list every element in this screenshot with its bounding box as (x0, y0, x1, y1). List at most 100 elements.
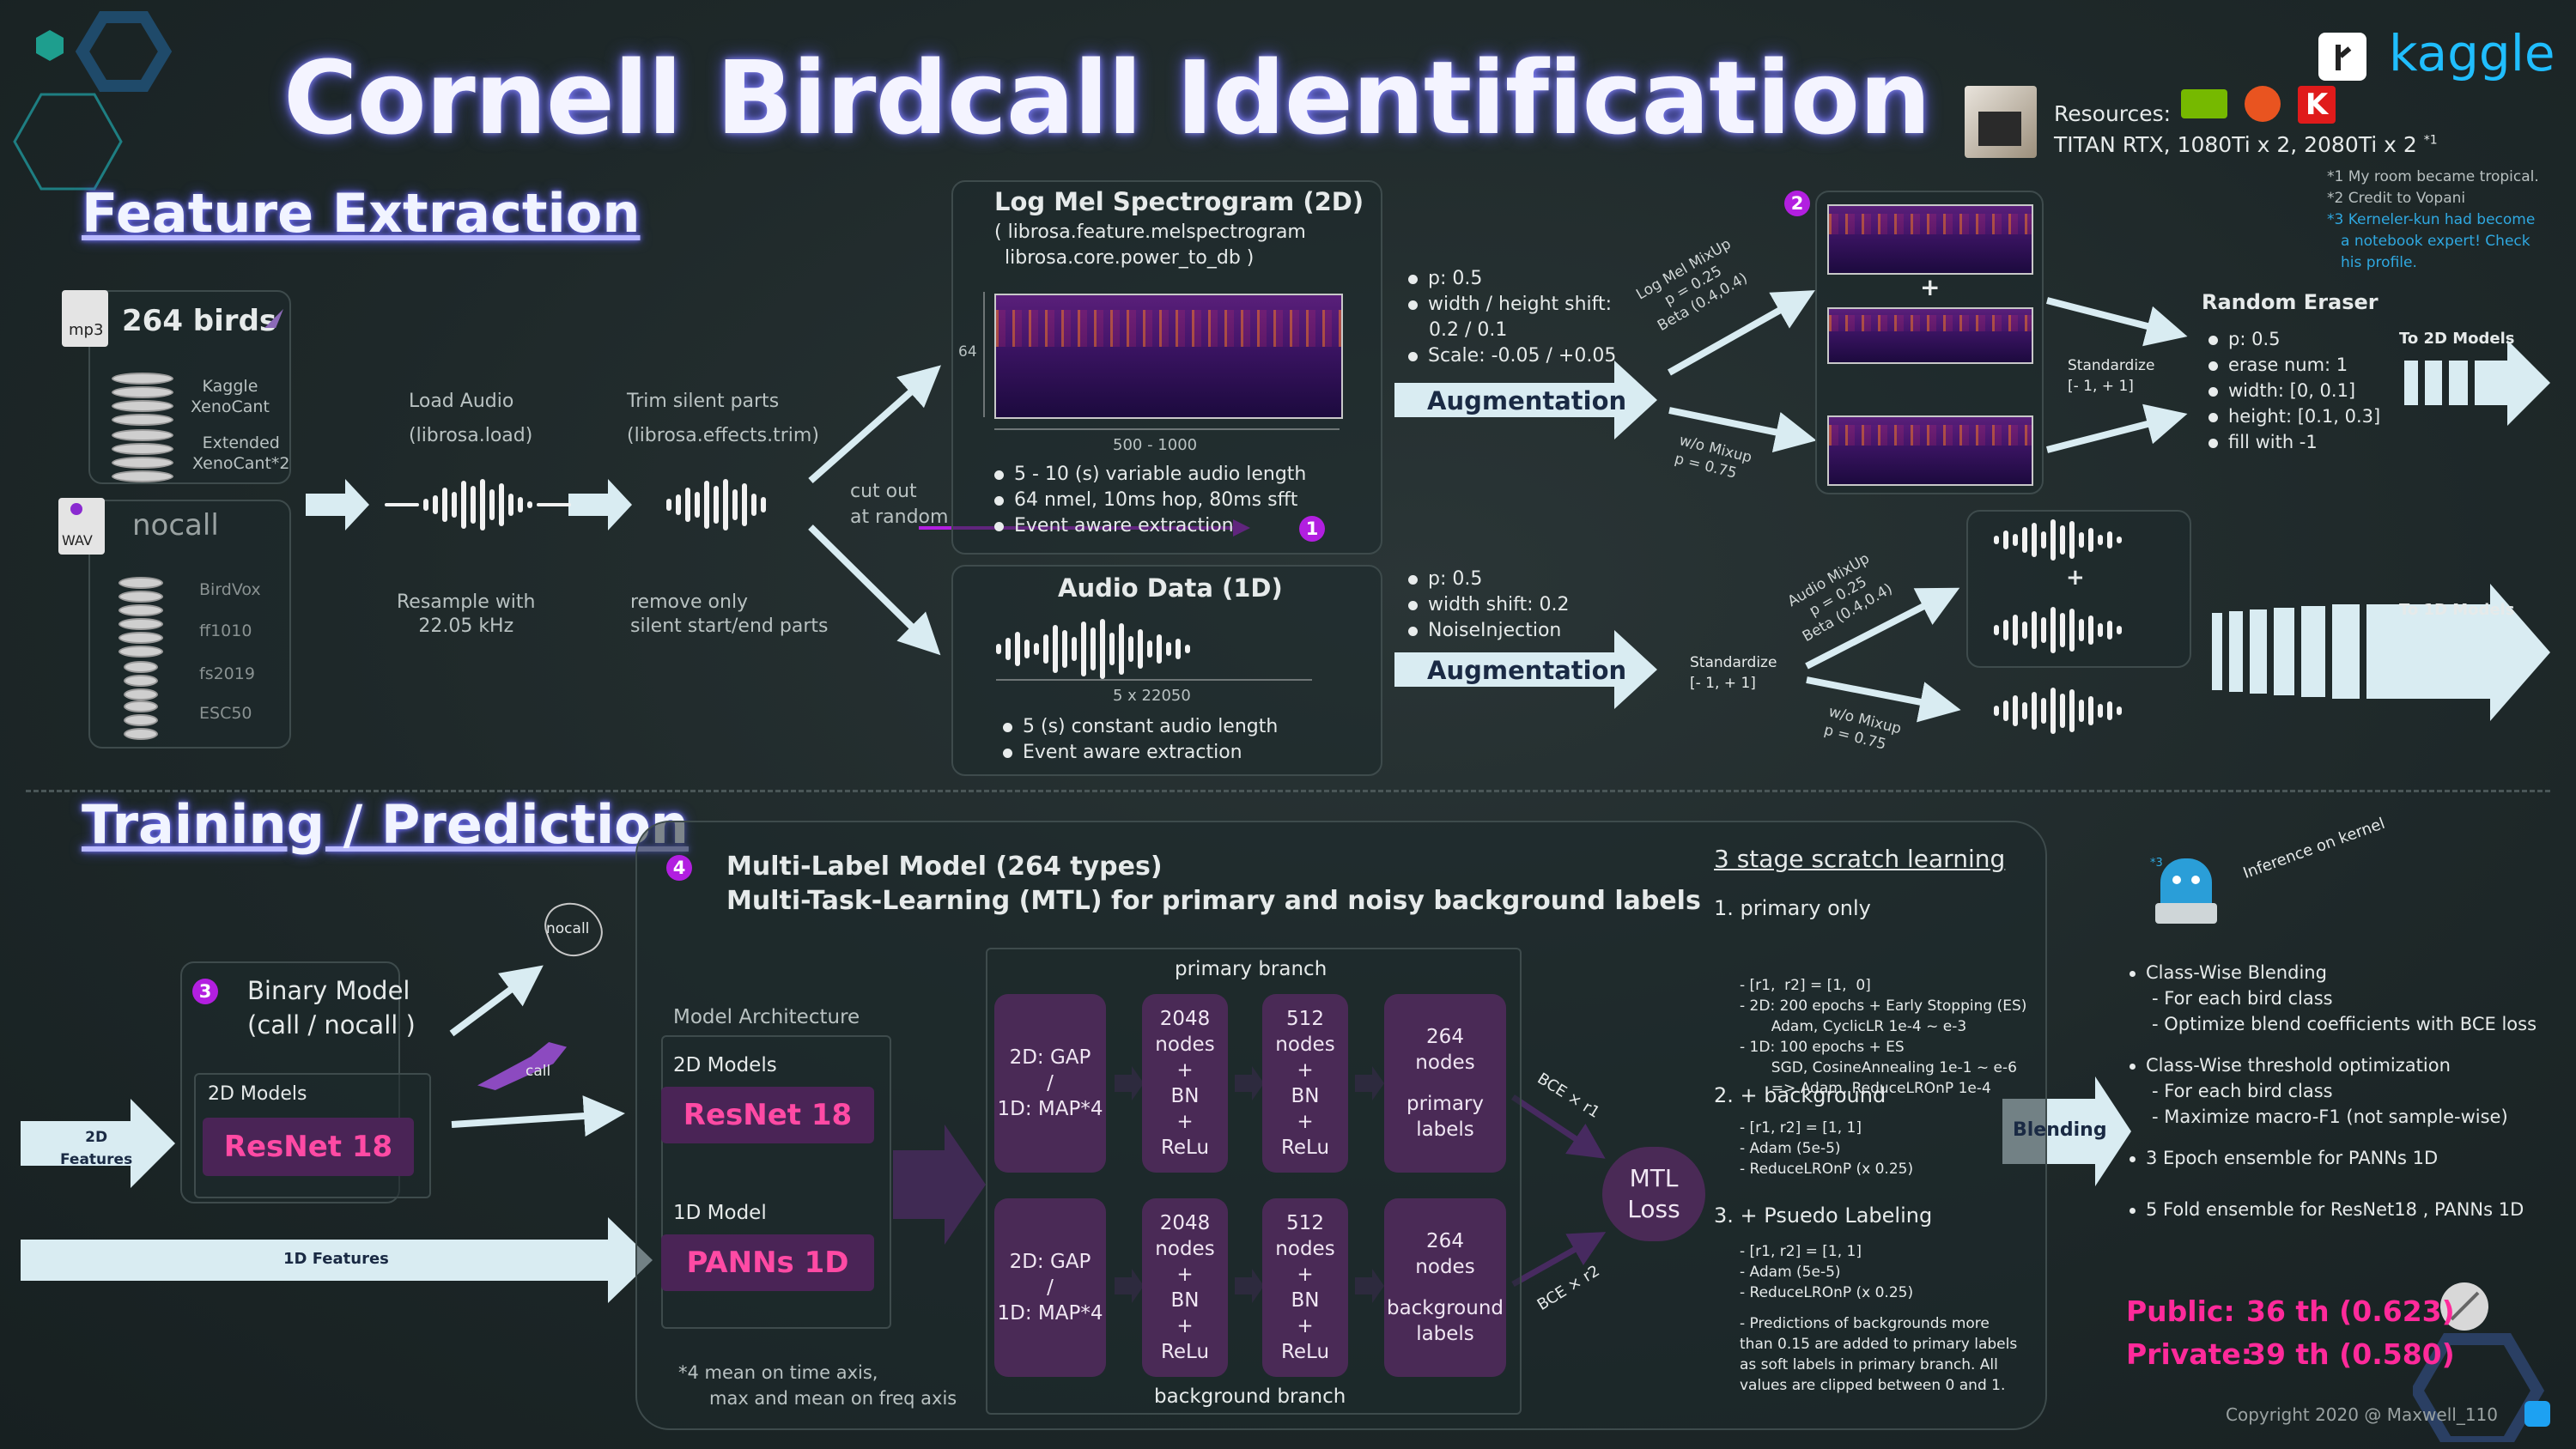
audio-waveform (385, 477, 571, 532)
nocall-source: fs2019 (199, 664, 255, 683)
gpu-list: TITAN RTX, 1080Ti x 2, 2080Ti x 2 *1 (2054, 132, 2438, 157)
background-branch-label: background branch (1154, 1385, 1346, 1408)
wav-file-icon: WAV (58, 498, 105, 555)
mel-bullets: 5 - 10 (s) variable audio length 64 nmel… (994, 462, 1306, 539)
audio-bullets: 5 (s) constant audio length Event aware … (1003, 714, 1278, 766)
database-icon (124, 661, 158, 702)
1d-waveform (996, 616, 1190, 682)
ml-title: Multi-Label Model (264 types) (726, 852, 1163, 882)
resources-label: Resources: (2054, 101, 2172, 126)
audio-1d-box (951, 565, 1382, 776)
stage-1-title: 1. primary only (1714, 896, 1871, 920)
stage-1-items: - [r1, r2] = [1, 0]- 2D: 200 epochs + Ea… (1740, 977, 2027, 1097)
nocall-bird-label: nocall (546, 920, 590, 937)
stage-3-items: - [r1, r2] = [1, 1]- Adam (5e-5)- Reduce… (1740, 1243, 2018, 1394)
mel-height-label: 64 (958, 343, 977, 361)
ml-subtitle: Multi-Task-Learning (MTL) for primary an… (726, 886, 1701, 916)
kaggle-logo-icon (2318, 33, 2366, 81)
mp3-file-icon: mp3 (62, 290, 108, 347)
features-1d-label: 1D Features (283, 1250, 389, 1268)
binary-2d-label: 2D Models (208, 1083, 307, 1105)
arch-1d-label: 1D Model (673, 1202, 767, 1224)
feature-extraction-heading: Feature Extraction (82, 182, 641, 245)
ml-resnet18: ResNet 18 (661, 1087, 874, 1143)
post-processing-list: Class-Wise Blending - For each bird clas… (2129, 960, 2537, 1222)
standardize-1d: Standardize[- 1, + 1] (1690, 654, 1777, 692)
database-icon (112, 373, 173, 427)
plus-sign: + (1920, 273, 1941, 301)
marker-3: 3 (192, 979, 218, 1004)
keras-icon: K (2298, 86, 2336, 124)
database-icon (112, 429, 173, 484)
marker-2: 2 (1784, 191, 1810, 216)
kaggle-wordmark: kaggle (2389, 24, 2555, 82)
database-icon (124, 700, 158, 742)
birds-title: 264 birds (122, 304, 277, 338)
aug2d-params: p: 0.5 width / height shift: 0.2 / 0.1 S… (1408, 266, 1616, 369)
page-title: Cornell Birdcall Identification (283, 39, 1931, 157)
stage-title: 3 stage scratch learning (1714, 845, 2006, 873)
plus-sign: + (2066, 565, 2085, 591)
to-2d-label: To 2D Models (2399, 330, 2515, 348)
room-photo-icon (1965, 86, 2037, 158)
database-icon (118, 577, 163, 618)
nocall-source: ESC50 (199, 704, 252, 723)
stage-2-title: 2. + background (1714, 1083, 1886, 1107)
public-label: Public: (2126, 1294, 2235, 1328)
nvidia-icon (2181, 89, 2227, 118)
stage-3-title: 3. + Psuedo Labeling (1714, 1203, 1933, 1228)
hexagon-decoration (13, 11, 173, 191)
spectrogram-a (1827, 204, 2033, 275)
audio-width-label: 5 x 22050 (1113, 687, 1191, 705)
call-bird-label: call (526, 1063, 551, 1080)
twitter-icon[interactable] (2524, 1401, 2550, 1427)
eraser-title: Random Eraser (2202, 290, 2379, 314)
primary-pooling-node: 2D: GAP/1D: MAP*4 (994, 994, 1106, 1173)
aug1d-params: p: 0.5 width shift: 0.2 NoiseInjection (1408, 567, 1570, 644)
mascot-icon (2155, 858, 2217, 924)
log-mel-title: Log Mel Spectrogram (2D) (994, 187, 1364, 216)
section-divider (26, 790, 2550, 792)
background-pooling-node: 2D: GAP/1D: MAP*4 (994, 1198, 1106, 1377)
mel-spectrogram-image (994, 294, 1343, 419)
public-score: 36 th (0.623) (2246, 1294, 2455, 1328)
private-score: 39 th (0.580) (2246, 1337, 2455, 1371)
nocall-title: nocall (132, 508, 219, 543)
database-icon (118, 618, 163, 659)
wave-b (1994, 606, 2122, 654)
arch-label: Model Architecture (673, 1006, 860, 1028)
primary-branch-label: primary branch (1175, 958, 1327, 980)
blending-label: Blending (2013, 1119, 2107, 1141)
aug2d-label: Augmentation (1427, 386, 1627, 415)
ubuntu-icon (2245, 86, 2281, 122)
nocall-source: ff1010 (199, 621, 252, 640)
nocall-source: BirdVox (199, 580, 261, 599)
binary-resnet18: ResNet 18 (203, 1118, 414, 1176)
aug1d-label: Augmentation (1427, 656, 1627, 685)
wave-a (1994, 518, 2122, 561)
trimmed-waveform (666, 477, 766, 532)
footnote-3-mark: *3 (2150, 857, 2163, 870)
private-label: Private: (2126, 1337, 2252, 1371)
training-heading: Training / Prediction (82, 793, 689, 856)
copyright: Copyright 2020 @ Maxwell_110 (2226, 1404, 2498, 1425)
hexagon-decoration-2 (2413, 1282, 2545, 1442)
trim-label: Trim silent parts(librosa.effects.trim) (627, 391, 819, 446)
mel-width-label: 500 - 1000 (1113, 436, 1198, 454)
audio-1d-title: Audio Data (1D) (1058, 573, 1283, 603)
stage-2-items: - [r1, r2] = [1, 1]- Adam (5e-5)- Reduce… (1740, 1119, 1914, 1178)
wave-c (1994, 687, 2122, 735)
marker-1: 1 (1299, 516, 1325, 542)
